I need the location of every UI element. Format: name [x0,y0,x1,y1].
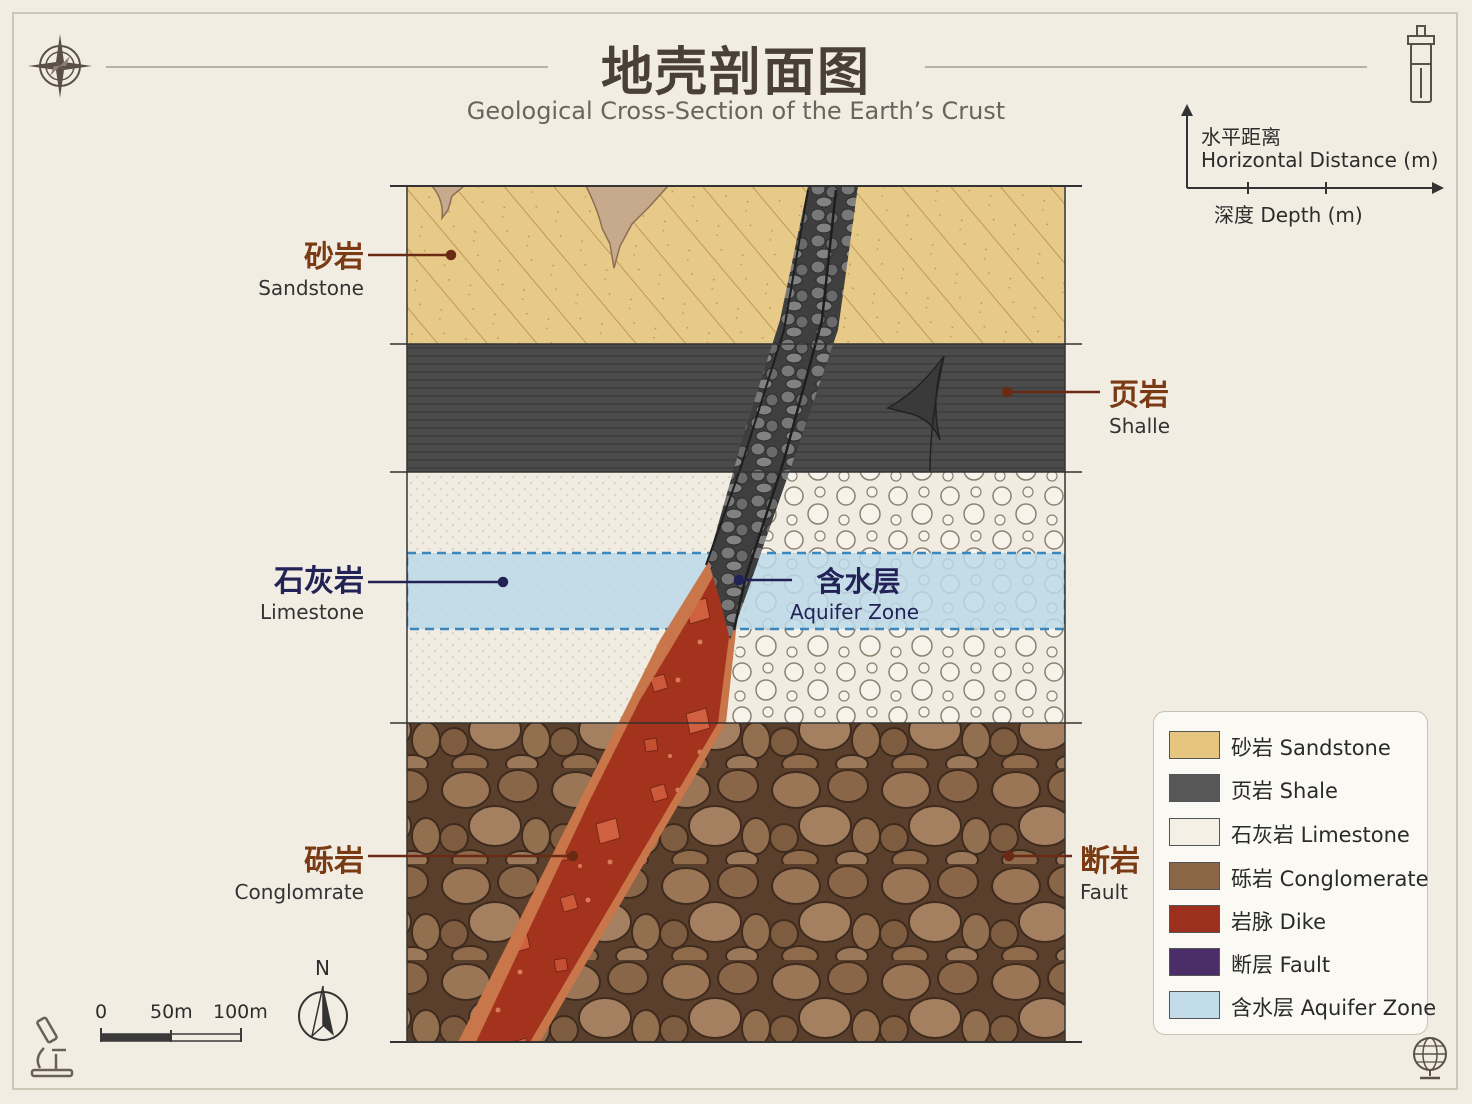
title-rule-left [106,66,548,68]
test-tube-icon [1407,25,1435,103]
title-rule-right [925,66,1367,68]
page-frame [12,12,1458,1090]
compass-rose-icon [28,34,92,98]
legend-label: 页岩 Shale [1231,779,1338,803]
axis-indicator [1181,104,1444,194]
label-sandstone: 砂岩 Sandstone [258,240,364,300]
shale-layer [407,344,1065,472]
page-title: 地壳剖面图 [600,43,871,103]
scale-tick-100: 100m [213,1001,268,1023]
dike [476,520,744,1042]
label-shale: 页岩 Shalle [1109,378,1171,438]
page-subtitle: Geological Cross-Section of the Earth’s … [466,97,1006,125]
label-conglomerate: 砾岩 Conglomrate [234,844,364,904]
north-arrow-icon [298,985,348,1041]
legend-label: 砂岩 Sandstone [1231,736,1391,760]
axis-horizontal-zh: 水平距离 [1201,125,1281,149]
axis-horizontal-en: Horizontal Distance (m) [1201,148,1439,172]
legend-swatch [1169,818,1220,846]
label-limestone: 石灰岩 Limestone [260,564,364,624]
legend-label: 岩脉 Dike [1231,910,1327,934]
legend: 砂岩 Sandstone 页岩 Shale 石灰岩 Limestone 砾岩 C… [1153,711,1436,1035]
scale-tick-50: 50m [150,1001,193,1023]
legend-swatch [1169,862,1220,890]
legend-swatch [1169,991,1220,1019]
legend-swatch [1169,731,1220,759]
legend-swatch [1169,905,1220,933]
north-label: N [315,956,330,980]
legend-swatch [1169,774,1220,802]
sandstone-layer [407,186,1065,344]
legend-swatch [1169,948,1220,976]
legend-label: 含水层 Aquifer Zone [1231,996,1437,1020]
fault-column [708,186,858,640]
scale-bar [100,1028,242,1042]
legend-label: 石灰岩 Limestone [1231,823,1410,847]
label-fault: 断岩 Fault [1080,844,1140,904]
scale-tick-0: 0 [95,1001,108,1023]
microscope-icon [30,1016,74,1078]
legend-label: 断层 Fault [1231,953,1331,977]
label-aquifer: 含水层 Aquifer Zone [790,565,920,624]
globe-icon [1413,1037,1447,1080]
legend-label: 砾岩 Conglomerate [1231,867,1429,891]
axis-depth-label: 深度 Depth (m) [1214,203,1363,227]
